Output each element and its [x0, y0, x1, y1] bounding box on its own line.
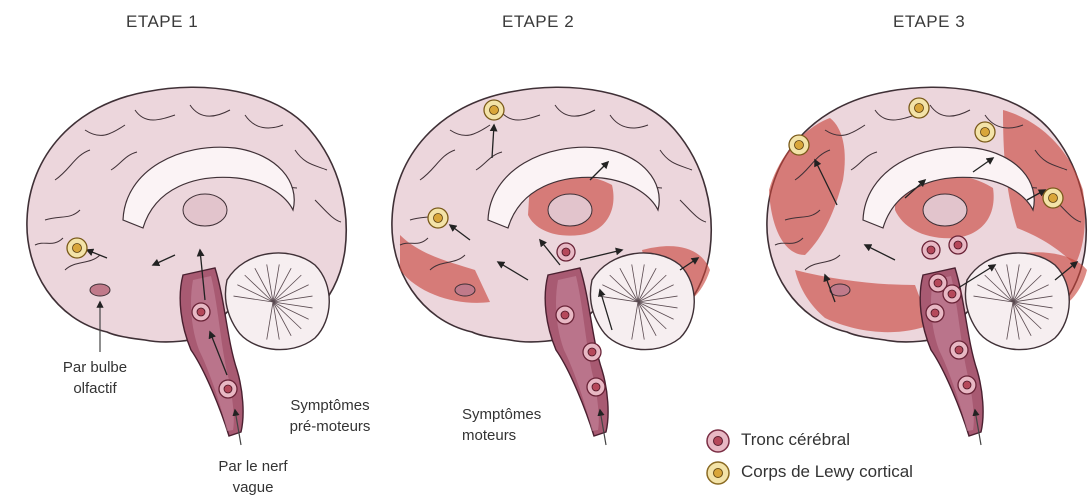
cerebellum: [225, 253, 329, 350]
legend-label-brainstem: Tronc cérébral: [741, 430, 850, 450]
lewy-body-core: [73, 244, 82, 253]
brainstem-lesion-core: [592, 383, 600, 391]
brainstem-lesion-core: [224, 385, 232, 393]
stage-3-title: ETAPE 3: [893, 12, 965, 32]
brain-stage-2: [380, 70, 720, 440]
brainstem-lesion-marker: [192, 303, 210, 321]
olfactory-bulb: [90, 284, 110, 296]
cortical-lewy-body-marker: [428, 208, 448, 228]
brainstem-lesion-marker: [958, 376, 976, 394]
brainstem-lesion-core: [588, 348, 596, 356]
brain-stage-3: [755, 70, 1089, 440]
lewy-body-core: [434, 214, 443, 223]
lewy-body-core: [490, 106, 499, 115]
brainstem-lesion-core: [954, 241, 962, 249]
brainstem-lesion-core: [931, 309, 939, 317]
cortical-lewy-body-marker: [1043, 188, 1063, 208]
stage-2-title: ETAPE 2: [502, 12, 574, 32]
cortical-lewy-body-marker: [975, 122, 995, 142]
lewy-body-core: [795, 141, 804, 150]
thalamus: [923, 194, 967, 226]
brainstem-lesion-marker: [587, 378, 605, 396]
brainstem-lesion-core: [955, 346, 963, 354]
cortical-lewy-body-marker: [484, 100, 504, 120]
brainstem-lesion-core: [934, 279, 942, 287]
olfactory-bulb: [830, 284, 850, 296]
lewy-body-core: [981, 128, 990, 137]
brainstem-lesion-icon: [705, 428, 731, 454]
brainstem-lesion-marker: [949, 236, 967, 254]
cerebellum: [965, 253, 1069, 350]
brainstem-lesion-marker: [943, 285, 961, 303]
brainstem-lesion-marker: [219, 380, 237, 398]
thalamus: [183, 194, 227, 226]
brainstem-lesion-core: [927, 246, 935, 254]
legend-label-lewy: Corps de Lewy cortical: [741, 462, 913, 482]
brainstem-lesion-marker: [926, 304, 944, 322]
lewy-body-core: [915, 104, 924, 113]
thalamus: [548, 194, 592, 226]
brainstem-lesion-marker: [950, 341, 968, 359]
motor-symptoms-label: Symptômesmoteurs: [462, 404, 582, 446]
lewy-body-core: [1049, 194, 1058, 203]
cerebellum: [590, 253, 694, 350]
cortical-lewy-body-marker: [909, 98, 929, 118]
brainstem-lesion-core: [197, 308, 205, 316]
stage-1-title: ETAPE 1: [126, 12, 198, 32]
olfactory-bulb: [455, 284, 475, 296]
cortical-lewy-body-marker: [67, 238, 87, 258]
brainstem-lesion-core: [562, 248, 570, 256]
brainstem-lesion-marker: [557, 243, 575, 261]
brainstem-lesion-core: [948, 290, 956, 298]
brainstem-lesion-marker: [922, 241, 940, 259]
brainstem-lesion-core: [963, 381, 971, 389]
premotor-symptoms-label: Symptômespré-moteurs: [270, 395, 390, 437]
cortical-lewy-body-marker: [789, 135, 809, 155]
cortical-lewy-body-icon: [705, 460, 731, 486]
brainstem-lesion-core: [561, 311, 569, 319]
brainstem-lesion-marker: [583, 343, 601, 361]
brainstem-lesion-marker: [556, 306, 574, 324]
